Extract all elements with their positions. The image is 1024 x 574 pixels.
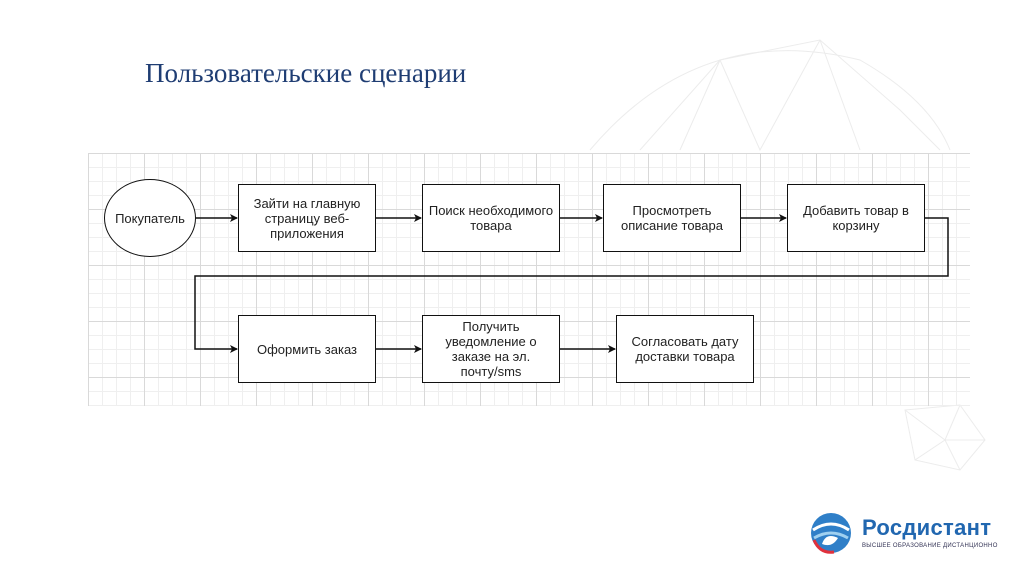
step-node-1: Зайти на главную страницу веб-приложения	[238, 184, 376, 252]
step-label: Согласовать дату доставки товара	[631, 334, 739, 364]
actor-node-buyer: Покупатель	[104, 179, 196, 257]
step-label: Просмотреть описание товара	[620, 203, 724, 233]
slide-title: Пользовательские сценарии	[145, 58, 467, 88]
logo-tagline: ВЫСШЕЕ ОБРАЗОВАНИЕ ДИСТАНЦИОННО	[862, 543, 998, 549]
step-node-6: Получить уведомление о заказе на эл. поч…	[422, 315, 560, 383]
logo-name: Росдистант	[862, 515, 992, 540]
step-node-3: Просмотреть описание товара	[603, 184, 741, 252]
step-node-5: Оформить заказ	[238, 315, 376, 383]
actor-label: Покупатель	[115, 210, 185, 226]
step-node-4: Добавить товар в корзину	[787, 184, 925, 252]
step-label: Добавить товар в корзину	[803, 203, 909, 233]
step-node-7: Согласовать дату доставки товара	[616, 315, 754, 383]
step-node-2: Поиск необходимого товара	[422, 184, 560, 252]
step-label: Получить уведомление о заказе на эл. поч…	[445, 319, 537, 379]
step-label: Поиск необходимого товара	[428, 203, 554, 233]
step-label: Оформить заказ	[256, 341, 357, 357]
rosdistant-logo: Росдистант ВЫСШЕЕ ОБРАЗОВАНИЕ ДИСТАНЦИОН…	[808, 510, 998, 556]
step-label: Зайти на главную страницу веб-приложения	[253, 195, 361, 241]
arrow-step4-to-step5	[194, 217, 949, 353]
logo-globe-icon	[811, 513, 851, 554]
